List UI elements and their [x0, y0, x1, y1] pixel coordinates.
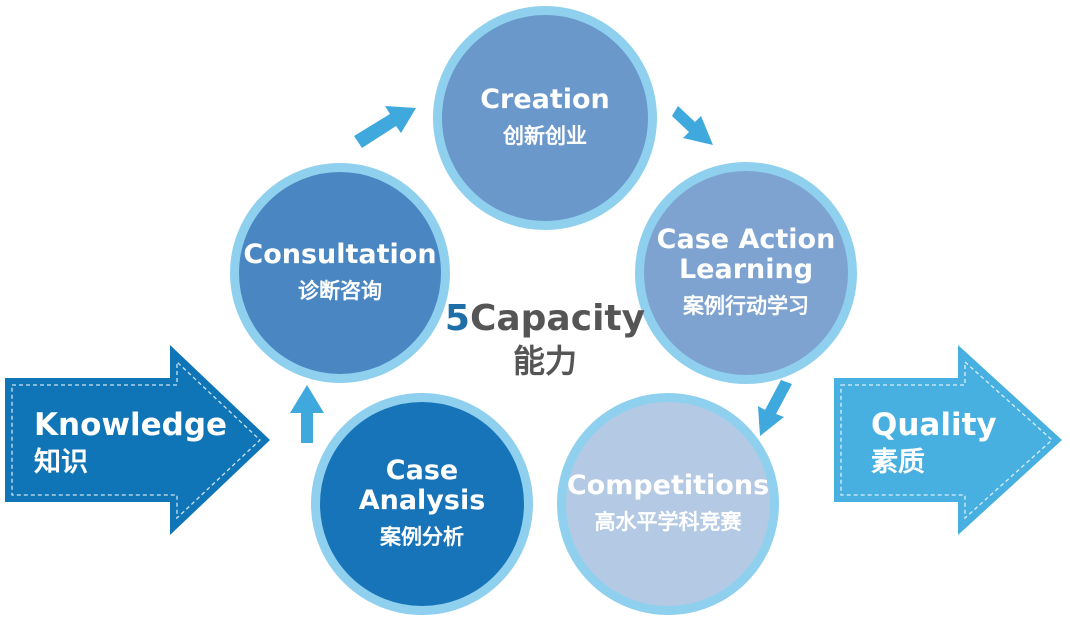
center-word: Capacity — [469, 298, 646, 339]
center-title-zh: 能力 — [512, 342, 577, 380]
case-analysis-label: Case Analysis — [358, 455, 486, 516]
creation-label: Creation — [480, 84, 610, 115]
case-action-label-line1: Case Action — [656, 224, 836, 255]
case-action-learning-circle: Case Action Learning 案例行动学习 — [635, 162, 857, 384]
knowledge-arrow-shape — [5, 345, 270, 535]
arrow-down-left-icon — [758, 380, 792, 436]
case-action-label-line2: Learning — [678, 254, 814, 285]
center-number: 5 — [444, 298, 470, 339]
case-action-label-zh: 案例行动学习 — [683, 294, 809, 318]
quality-label: Quality 素质 — [871, 406, 997, 482]
case-analysis-circle: Case Analysis 案例分析 — [311, 393, 533, 615]
center-title: 5Capacity 能力 — [440, 298, 650, 382]
consultation-label: Consultation — [243, 239, 437, 270]
consultation-label-zh: 诊断咨询 — [298, 279, 382, 303]
knowledge-label-zh: 知识 — [34, 447, 88, 478]
consultation-circle: Consultation 诊断咨询 — [230, 163, 450, 383]
creation-circle: Creation 创新创业 — [433, 6, 657, 230]
knowledge-label-en: Knowledge — [34, 407, 228, 443]
competitions-label: Competitions — [566, 470, 770, 501]
quality-arrow-shape — [834, 345, 1062, 535]
arrow-up-right-icon — [354, 106, 416, 148]
competitions-label-zh: 高水平学科竞赛 — [594, 510, 742, 534]
quality-label-en: Quality — [871, 407, 997, 443]
arrow-up-icon — [290, 385, 324, 443]
creation-label-zh: 创新创业 — [503, 124, 587, 148]
knowledge-label: Knowledge 知识 — [34, 406, 227, 482]
arrow-down-right-icon — [672, 106, 713, 145]
case-analysis-label-zh: 案例分析 — [380, 525, 464, 549]
quality-label-zh: 素质 — [871, 447, 925, 478]
competitions-circle: Competitions 高水平学科竞赛 — [557, 393, 779, 615]
